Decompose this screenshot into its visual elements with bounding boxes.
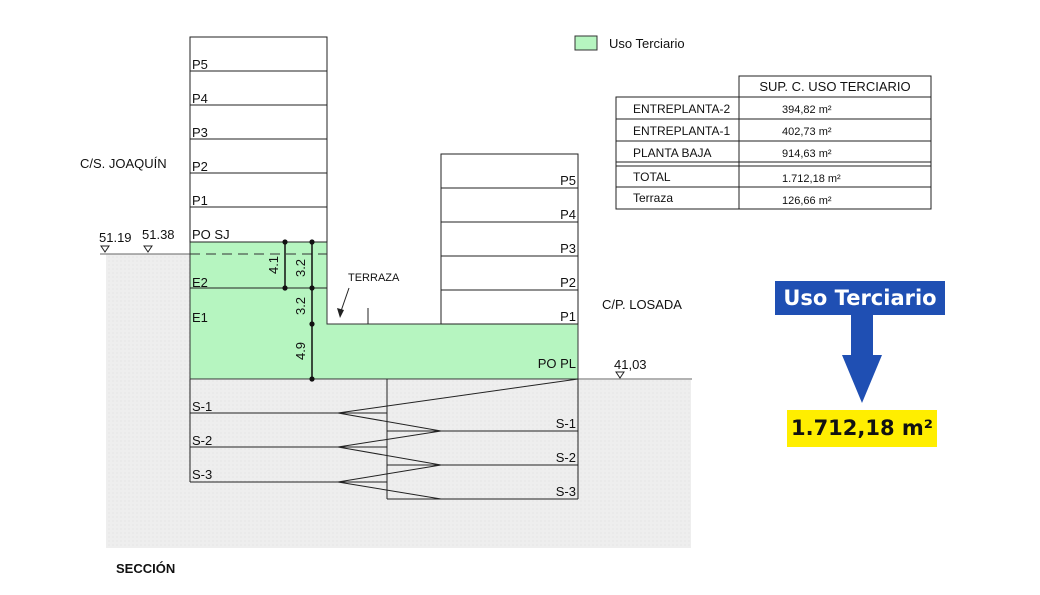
left-floor-label: PO SJ [192, 227, 230, 242]
left-floor-lines [190, 70, 327, 289]
right-floor-label: P2 [560, 275, 576, 290]
left-basement-label: S-1 [192, 399, 212, 414]
left-floor-label: P1 [192, 193, 208, 208]
right-floor-label: P3 [560, 241, 576, 256]
left-floor-label: E2 [192, 275, 208, 290]
level-marker-right [615, 371, 625, 379]
right-floor-lines [441, 187, 578, 291]
left-basement-labels: S-1 S-2 S-3 [192, 399, 212, 482]
left-floor-labels: P5 P4 P3 P2 P1 PO SJ E2 E1 [192, 57, 230, 325]
terraza-arrow-head [337, 308, 344, 318]
right-building-outline [440, 153, 579, 325]
left-floor-label: P4 [192, 91, 208, 106]
right-floor-label: P5 [560, 173, 576, 188]
section-title: SECCIÓN [116, 561, 175, 576]
right-floor-label: P1 [560, 309, 576, 324]
terraza-label: TERRAZA [348, 272, 400, 284]
level-left-2: 51.38 [142, 227, 175, 242]
table-row-label: ENTREPLANTA-1 [633, 124, 730, 138]
table-row-value: 126,66 m² [782, 195, 832, 207]
right-basement-label: S-2 [556, 450, 576, 465]
right-floor-label: PO PL [538, 356, 576, 371]
dimension-lines [284, 242, 313, 379]
table-header: SUP. C. USO TERCIARIO [759, 79, 910, 94]
street-left: C/S. JOAQUÍN [80, 156, 167, 171]
table-row-value: 394,82 m² [782, 104, 832, 116]
table-row-value: 402,73 m² [782, 126, 832, 138]
left-floor-label: P5 [192, 57, 208, 72]
table-row-label: ENTREPLANTA-2 [633, 102, 730, 116]
right-floor-label: P4 [560, 207, 576, 222]
level-marker-left-1 [100, 245, 110, 253]
right-basement-label: S-1 [556, 416, 576, 431]
right-floor-labels: P5 P4 P3 P2 P1 PO PL [538, 173, 576, 371]
left-floor-label: P2 [192, 159, 208, 174]
table-row-label: TOTAL [633, 170, 671, 184]
legend-label: Uso Terciario [609, 36, 685, 51]
table-row-label: Terraza [633, 191, 673, 205]
table-row-label: PLANTA BAJA [633, 146, 711, 160]
right-basement-label: S-3 [556, 484, 576, 499]
dim-3-2-lower: 3.2 [293, 297, 308, 315]
dim-3-2-upper: 3.2 [293, 259, 308, 277]
callout-arrow-head [842, 355, 882, 403]
left-floor-label: E1 [192, 310, 208, 325]
street-right: C/P. LOSADA [602, 297, 682, 312]
left-basements [189, 379, 387, 483]
left-basement-label: S-2 [192, 433, 212, 448]
level-marker-left-2 [143, 245, 153, 253]
level-left-1: 51.19 [99, 230, 132, 245]
right-basement-labels: S-1 S-2 S-3 [556, 416, 576, 499]
table-row-value: 914,63 m² [782, 148, 832, 160]
ground-fill [106, 254, 691, 548]
level-right: 41,03 [614, 357, 647, 372]
legend-swatch [574, 35, 598, 51]
area-table [615, 75, 932, 210]
uso-terciario-zone [189, 241, 579, 380]
dim-4-9: 4.9 [293, 342, 308, 360]
dim-4-1: 4.1 [266, 256, 281, 274]
callout-title-badge: Uso Terciario [775, 281, 945, 315]
table-row-value: 1.712,18 m² [782, 173, 841, 185]
dimension-dots [282, 239, 315, 382]
left-basement-label: S-3 [192, 467, 212, 482]
callout-value-badge: 1.712,18 m² [787, 410, 937, 447]
left-floor-label: P3 [192, 125, 208, 140]
ramp-zigzag [337, 378, 579, 500]
callout-arrow-shaft [851, 315, 873, 357]
